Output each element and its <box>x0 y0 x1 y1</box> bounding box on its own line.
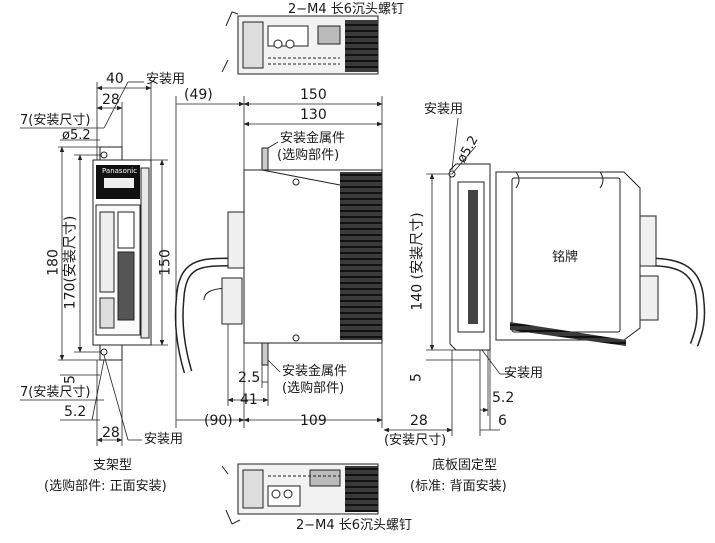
front-mount-label-bottom: 安装用 <box>144 432 184 447</box>
front-caption-2: (选购部件: 正面安装) <box>44 479 167 494</box>
front-dim-d52: ø5.2 <box>62 128 91 143</box>
rear-view <box>383 117 706 436</box>
front-dim-7-top: 7(安装尺寸) <box>20 113 91 128</box>
front-dim-170: 170(安装尺寸) <box>62 215 79 310</box>
rear-caption-2: (标准: 背面安装) <box>410 479 507 494</box>
rear-dim-28: 28 <box>410 413 428 429</box>
rear-nameplate: 铭牌 <box>552 250 579 265</box>
side-dim-49: (49) <box>184 87 213 103</box>
rear-mount-label-top: 安装用 <box>424 102 464 117</box>
front-dim-28-top: 28 <box>102 92 120 108</box>
side-bracket-label-2: (选购部件) <box>277 148 340 163</box>
bottom-screw-note: 2−M4 长6沉头螺钉 <box>296 518 413 533</box>
side-dim-150: 150 <box>300 87 327 103</box>
top-screw-note: 2−M4 长6沉头螺钉 <box>288 2 405 17</box>
front-dim-28-bottom: 28 <box>102 425 120 441</box>
front-brand: Panasonic <box>102 167 138 175</box>
rear-dim-5: 5 <box>408 373 425 382</box>
side-dim-2-5: 2.5 <box>238 370 261 386</box>
side-dim-109: 109 <box>300 413 327 429</box>
front-dim-180: 180 <box>45 249 62 276</box>
front-dim-52-bottom: 5.2 <box>64 404 87 420</box>
front-mount-label-top: 安装用 <box>146 72 186 87</box>
front-view <box>20 81 168 446</box>
rear-mount-label-bottom: 安装用 <box>504 366 544 381</box>
bottom-view <box>221 463 379 525</box>
side-dim-130: 130 <box>300 107 327 123</box>
side-dim-41: 41 <box>240 392 258 408</box>
rear-dim-140: 140 (安装尺寸) <box>409 212 426 311</box>
top-view <box>221 11 379 75</box>
side-bracket-label-4: (选购部件) <box>282 381 345 396</box>
front-caption-1: 支架型 <box>93 458 133 473</box>
side-bracket-label-3: 安装金属件 <box>282 364 348 379</box>
rear-dim-52-bottom: 5.2 <box>492 390 515 406</box>
rear-dim-28-note: (安装尺寸) <box>384 433 447 448</box>
side-view <box>174 96 383 428</box>
front-dim-40: 40 <box>106 71 124 87</box>
rear-dim-6: 6 <box>498 413 507 429</box>
rear-caption-1: 底板固定型 <box>432 458 498 473</box>
side-dim-90: (90) <box>204 413 233 429</box>
front-dim-150: 150 <box>157 249 174 276</box>
front-dim-7-bottom: 7(安装尺寸) <box>20 385 91 400</box>
side-bracket-label-1: 安装金属件 <box>280 131 346 146</box>
